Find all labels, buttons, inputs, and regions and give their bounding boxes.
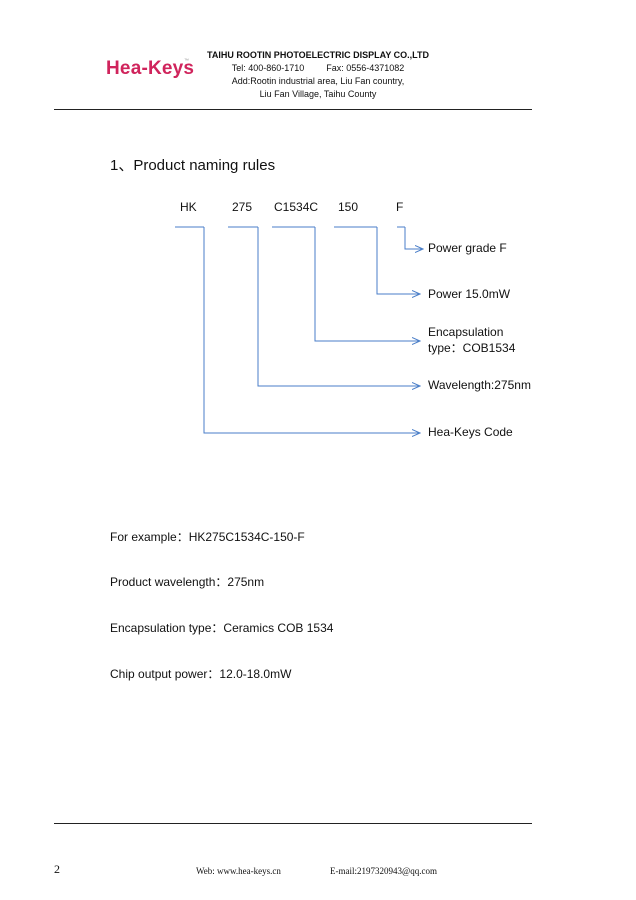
desc-power: Power 15.0mW xyxy=(428,287,511,301)
connector-encapsulation xyxy=(314,227,420,341)
company-info: TAIHU ROOTIN PHOTOELECTRIC DISPLAY CO.,L… xyxy=(200,49,436,101)
desc-wavelength: Wavelength:275nm xyxy=(428,378,531,392)
address-line-1: Add:Rootin industrial area, Liu Fan coun… xyxy=(231,76,405,86)
code-part-grade: F xyxy=(396,200,404,214)
code-part-prefix: HK xyxy=(180,200,197,214)
header-divider xyxy=(54,109,532,110)
code-part-wavelength: 275 xyxy=(232,200,253,214)
example-encapsulation: Encapsulation type：Ceramics COB 1534 xyxy=(110,621,334,635)
example-wavelength: Product wavelength：275nm xyxy=(110,575,265,589)
fax-text: Fax: 0556-4371082 xyxy=(326,63,405,73)
desc-encapsulation-line-1: Encapsulation xyxy=(428,325,504,339)
company-name: TAIHU ROOTIN PHOTOELECTRIC DISPLAY CO.,L… xyxy=(206,50,429,60)
address-line-2: Liu Fan Village, Taihu County xyxy=(259,89,377,99)
example-chip-power: Chip output power：12.0-18.0mW xyxy=(110,667,292,681)
section-heading: 1、Product naming rules xyxy=(110,157,276,174)
desc-encapsulation-line-2: type：COB1534 xyxy=(428,341,516,355)
connector-wavelength xyxy=(257,227,420,386)
connector-grade xyxy=(404,227,423,249)
footer-divider xyxy=(54,823,532,824)
desc-code: Hea-Keys Code xyxy=(428,425,513,439)
connector-prefix xyxy=(203,227,420,433)
footer-web: Web: www.hea-keys.cn xyxy=(196,866,281,876)
trademark-mark: ™ xyxy=(184,58,189,64)
contact-row: Tel: 400-860-1710 Fax: 0556-4371082 xyxy=(200,62,436,75)
tel-text: Tel: 400-860-1710 xyxy=(231,63,305,73)
connector-power xyxy=(376,227,420,294)
page-number: 2 xyxy=(54,862,60,876)
example-code: For example：HK275C1534C-150-F xyxy=(110,530,305,544)
code-part-encapsulation: C1534C xyxy=(274,200,319,214)
company-logo: Hea-Keys xyxy=(106,58,195,79)
code-part-power: 150 xyxy=(338,200,359,214)
desc-power-grade: Power grade F xyxy=(428,241,507,255)
footer-email: E-mail:2197320943@qq.com xyxy=(330,866,438,876)
